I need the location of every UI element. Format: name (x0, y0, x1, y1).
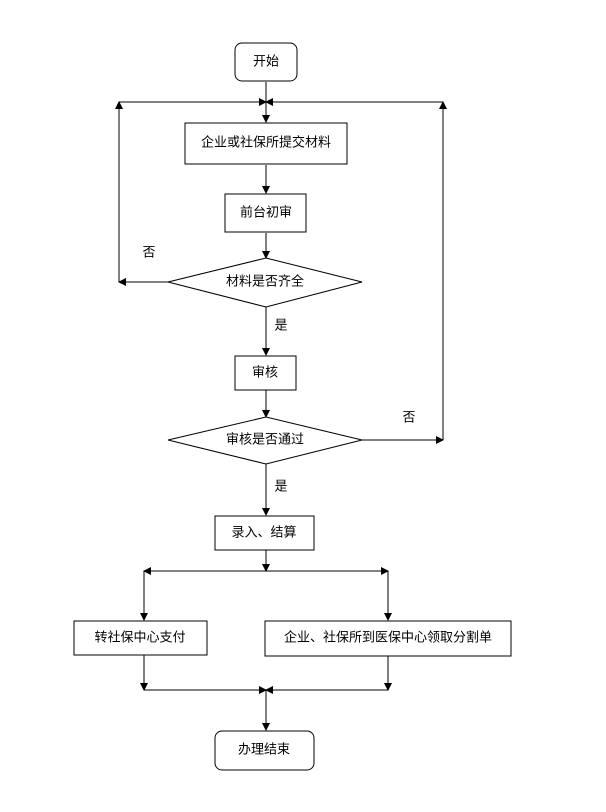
node-check-pass (167, 416, 363, 465)
label-pass-yes: 是 (274, 480, 287, 495)
connectors (115, 82, 447, 731)
label-check-complete: 材料是否齐全 (226, 274, 304, 290)
label-front-review: 前台初审 (240, 205, 292, 221)
node-front-review (224, 193, 307, 233)
label-end: 办理结束 (238, 743, 290, 758)
nodes (73, 42, 512, 771)
edge-labels: 否 是 否 是 (142, 246, 415, 495)
node-end (214, 730, 315, 771)
label-transfer-pay: 转社保中心支付 (94, 630, 185, 646)
node-start (234, 42, 298, 82)
label-complete-no: 否 (142, 246, 155, 261)
node-collect-slip (264, 620, 512, 657)
node-labels: 开始 企业或社保所提交材料 前台初审 材料是否齐全 审核 审核是否通过 录入、结… (94, 55, 492, 758)
node-entry-settle (214, 515, 315, 551)
label-start: 开始 (253, 55, 279, 70)
label-collect-slip: 企业、社保所到医保中心领取分割单 (284, 630, 492, 646)
label-pass-no: 否 (402, 411, 415, 426)
label-audit: 审核 (252, 366, 278, 381)
node-audit (234, 355, 297, 391)
node-transfer-pay (73, 620, 208, 656)
label-complete-yes: 是 (274, 319, 287, 334)
label-submit: 企业或社保所提交材料 (201, 135, 331, 151)
node-submit (184, 122, 348, 165)
label-entry-settle: 录入、结算 (231, 526, 296, 541)
node-check-complete (167, 257, 363, 308)
label-check-pass: 审核是否通过 (226, 433, 304, 448)
